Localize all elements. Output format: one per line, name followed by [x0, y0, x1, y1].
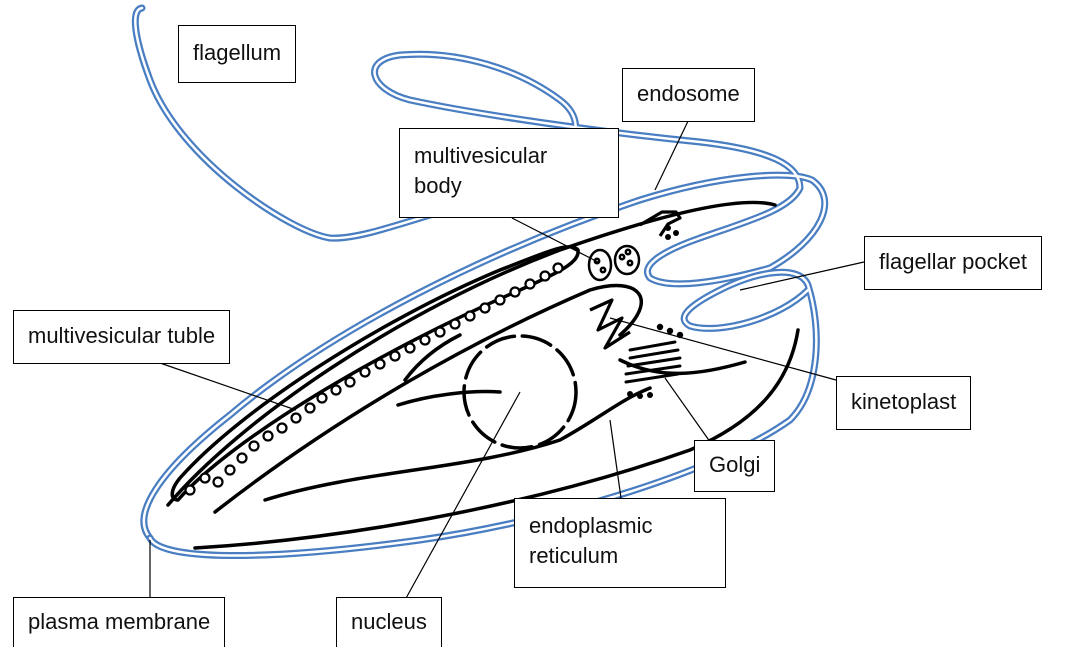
label-kinetoplast: kinetoplast: [836, 376, 971, 430]
label-endoplasmic-reticulum: endoplasmic reticulum: [514, 498, 726, 588]
label-multivesicular-body-line2: body: [414, 171, 604, 201]
label-flagellum: flagellum: [178, 25, 296, 83]
label-golgi: Golgi: [694, 440, 775, 492]
multivesicular-tubule: [172, 247, 578, 500]
label-multivesicular-body: multivesicular body: [399, 128, 619, 218]
label-flagellar-pocket: flagellar pocket: [864, 236, 1042, 290]
tubule-vesicles: [186, 264, 563, 495]
label-endoplasmic-reticulum-line1: endoplasmic: [529, 511, 711, 541]
cell-interior: [168, 202, 798, 548]
label-endosome: endosome: [622, 68, 755, 122]
label-multivesicular-tuble: multivesicular tuble: [13, 310, 230, 364]
label-endoplasmic-reticulum-line2: reticulum: [529, 541, 711, 571]
label-nucleus: nucleus: [336, 597, 442, 647]
golgi-stack: [626, 342, 680, 382]
multivesicular-bodies: [589, 246, 639, 280]
label-multivesicular-body-line1: multivesicular: [414, 141, 604, 171]
kinetoplast-shape: [590, 300, 630, 348]
label-plasma-membrane: plasma membrane: [13, 597, 225, 647]
